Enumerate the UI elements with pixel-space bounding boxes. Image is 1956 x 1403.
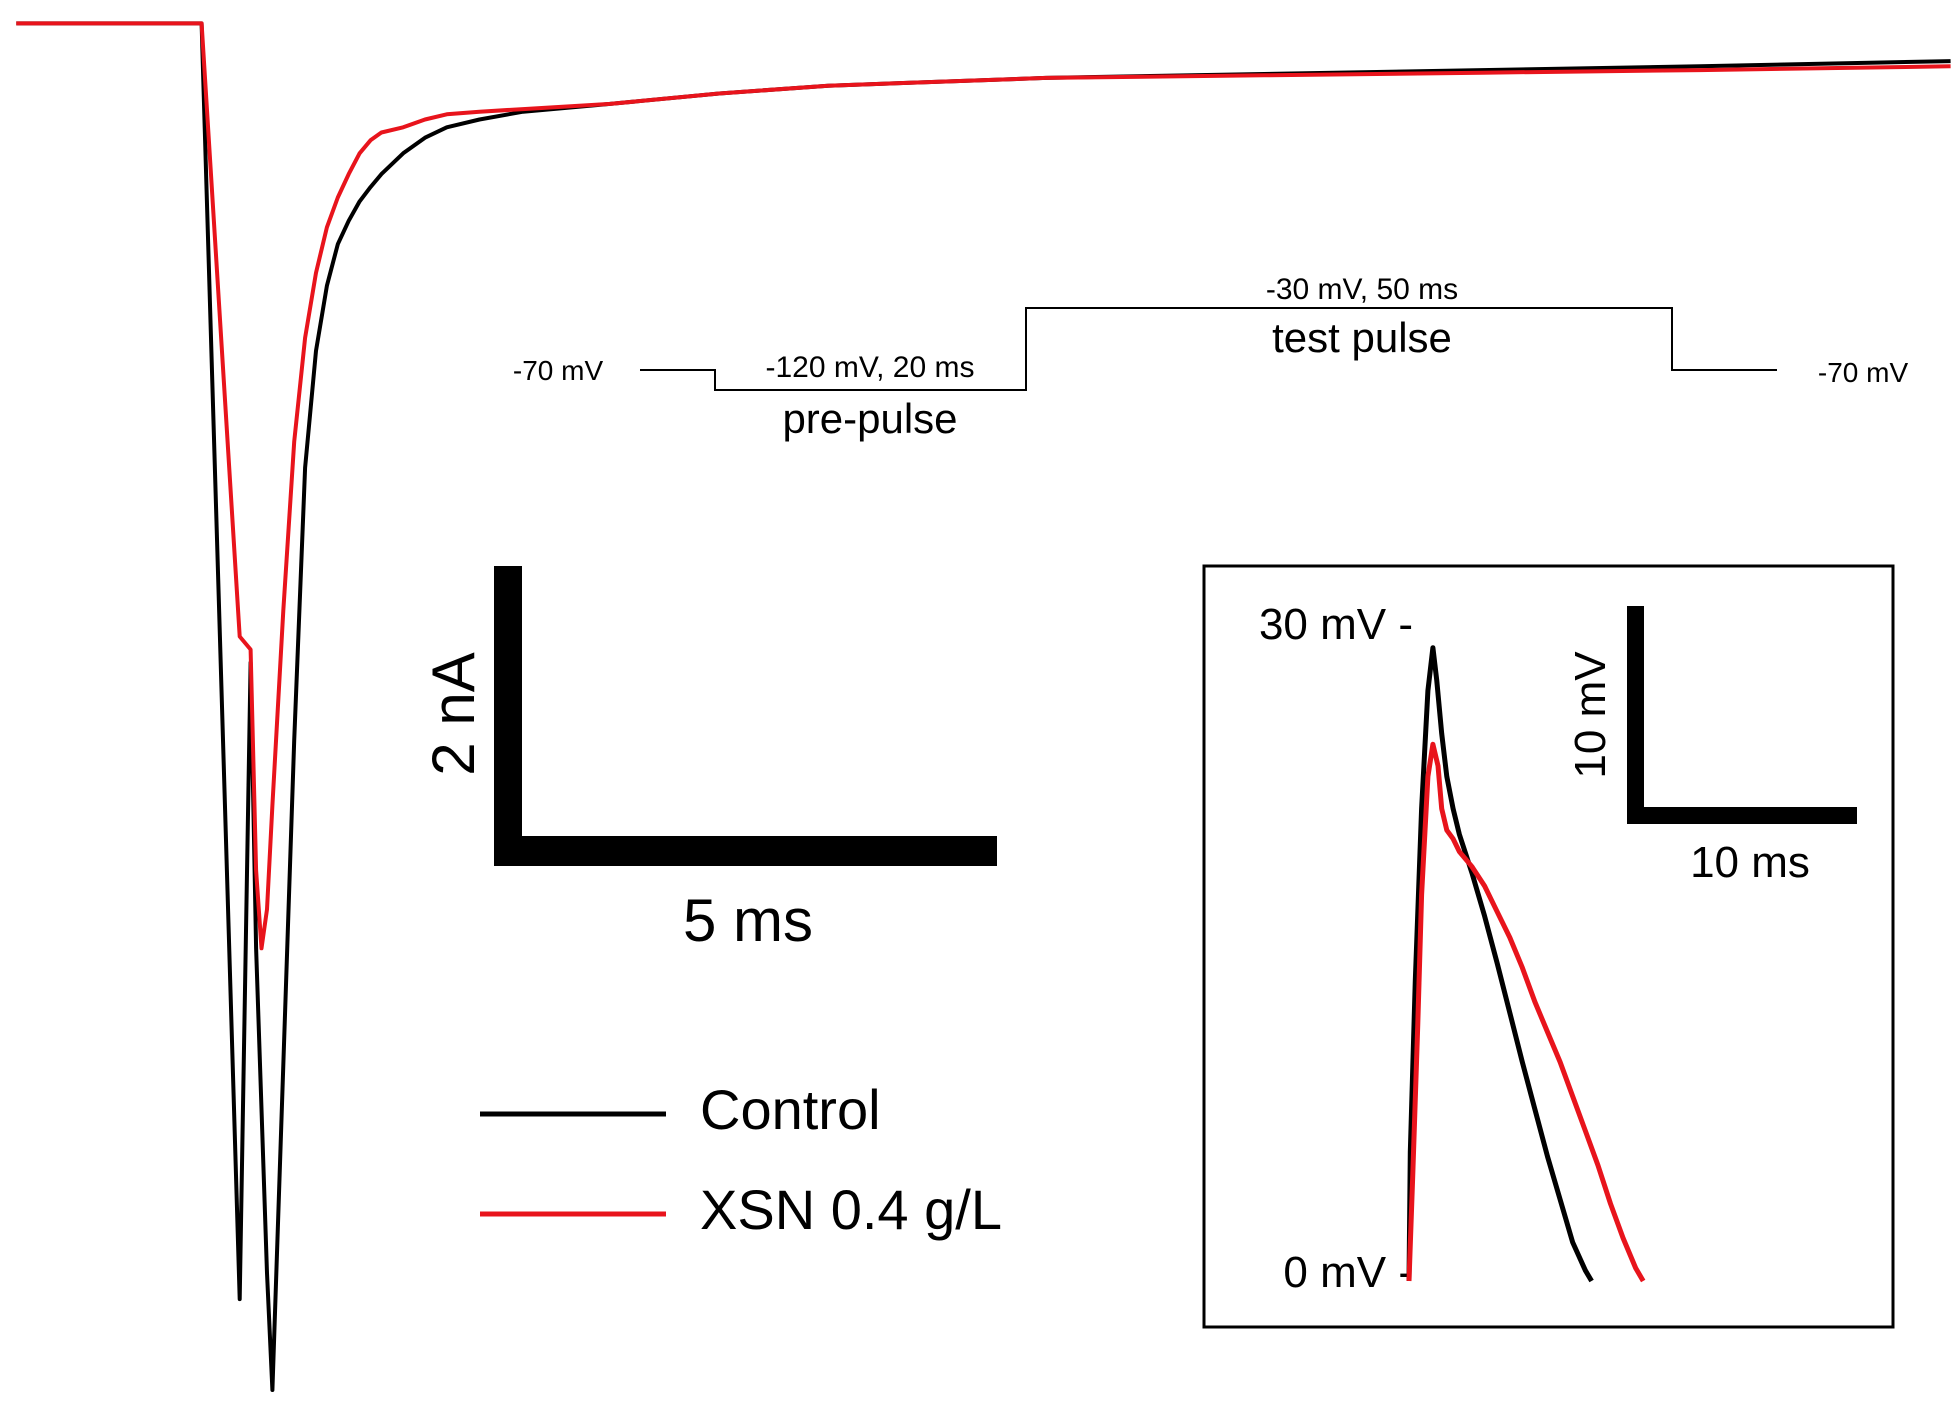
main-trace-xsn (16, 21, 1951, 951)
protocol-hold-end-label: -70 mV (1818, 357, 1909, 388)
inset-scale-bar-y-label: 10 mV (1566, 651, 1615, 779)
legend-label-control: Control (700, 1078, 881, 1141)
inset-voltage-plot (1406, 645, 1646, 1283)
protocol-prepulse-value-label: -120 mV, 20 ms (766, 351, 975, 384)
voltage-protocol: -70 mV -120 mV, 20 ms pre-pulse -30 mV, … (513, 273, 1909, 442)
scale-bar-y-label: 2 nA (420, 652, 487, 775)
inset-trace-control (1406, 645, 1594, 1283)
protocol-test-name: test pulse (1272, 314, 1452, 361)
inset-frame (1202, 564, 1895, 1329)
protocol-hold-start-label: -70 mV (513, 355, 604, 386)
inset-trace-xsn (1406, 741, 1646, 1283)
inset-panel: 30 mV - 0 mV - 10 mV 10 ms (1202, 564, 1895, 1329)
scale-bar-vertical (494, 566, 522, 866)
scale-bar: 2 nA 5 ms (420, 566, 997, 954)
inset-top-tick-label: 30 mV - (1259, 600, 1413, 649)
inset-scale-bar-x-label: 10 ms (1690, 838, 1810, 887)
inset-scale-bar-horizontal (1627, 807, 1857, 824)
protocol-test-value-label: -30 mV, 50 ms (1266, 273, 1458, 306)
legend: Control XSN 0.4 g/L (480, 1078, 1002, 1241)
protocol-waveform (640, 307, 1777, 391)
inset-scale-bar-vertical (1627, 606, 1644, 823)
scale-bar-x-label: 5 ms (683, 887, 813, 954)
main-current-plot (16, 21, 1951, 1392)
legend-label-xsn: XSN 0.4 g/L (700, 1178, 1002, 1241)
inset-bottom-tick-label: 0 mV - (1283, 1248, 1413, 1297)
protocol-prepulse-name: pre-pulse (782, 395, 957, 442)
scale-bar-horizontal (494, 836, 997, 866)
